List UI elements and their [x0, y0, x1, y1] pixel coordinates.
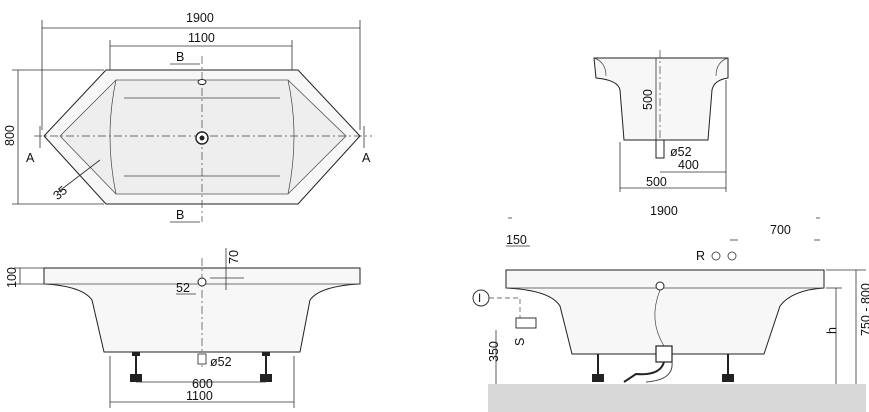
section-b-bottom: B	[176, 208, 184, 222]
top-depth: 800	[3, 125, 17, 146]
feet-diameter: ø52	[210, 355, 232, 369]
siphon-box	[515, 317, 537, 329]
tub-outline-section	[593, 57, 729, 141]
top-width-total: 1900	[186, 11, 214, 25]
section-depth: 500	[641, 89, 655, 110]
floor	[488, 384, 866, 412]
label-s: S	[513, 338, 527, 346]
section-width: 500	[646, 175, 667, 189]
info-symbol: I	[478, 293, 481, 305]
front-view: 100 70 52 ø52 600 1100	[5, 248, 361, 408]
top-view: 1900 1100 800 A A B B	[3, 11, 372, 223]
rim-height: 100	[5, 267, 19, 288]
drain-diameter: 52	[176, 281, 190, 295]
drain-trap-icon	[655, 345, 673, 363]
floor-height: 350	[487, 341, 501, 362]
section-a-left: A	[26, 151, 35, 165]
feet-spacing: 600	[192, 377, 213, 391]
valve-icon-1	[711, 251, 721, 261]
outlet-diameter: ø52	[670, 145, 692, 159]
drain-offset: 70	[227, 250, 241, 264]
install-drain-offset: 700	[770, 223, 791, 237]
angle-label: 35	[50, 183, 70, 203]
install-foot-left	[592, 374, 604, 382]
section-view: 500 ø52 400 500	[593, 50, 729, 192]
section-b-top: B	[176, 50, 184, 64]
top-width-inner: 1100	[188, 31, 215, 45]
install-edge-offset: 150	[506, 233, 527, 247]
base-length: 1100	[186, 389, 213, 403]
outlet-offset: 400	[678, 158, 699, 172]
installation-view: 1900 150 700 R I S 350	[472, 204, 869, 412]
overflow-icon	[197, 79, 207, 85]
label-r: R	[696, 249, 705, 263]
section-a-right: A	[362, 151, 371, 165]
h-label: h	[825, 327, 839, 334]
valve-icon-2	[727, 251, 737, 261]
height-range: 750 - 800	[859, 283, 869, 336]
foot-right	[260, 374, 272, 382]
foot-left	[130, 374, 142, 382]
install-length: 1900	[650, 204, 678, 218]
install-foot-right	[722, 374, 734, 382]
tub-outline-install	[505, 269, 825, 355]
